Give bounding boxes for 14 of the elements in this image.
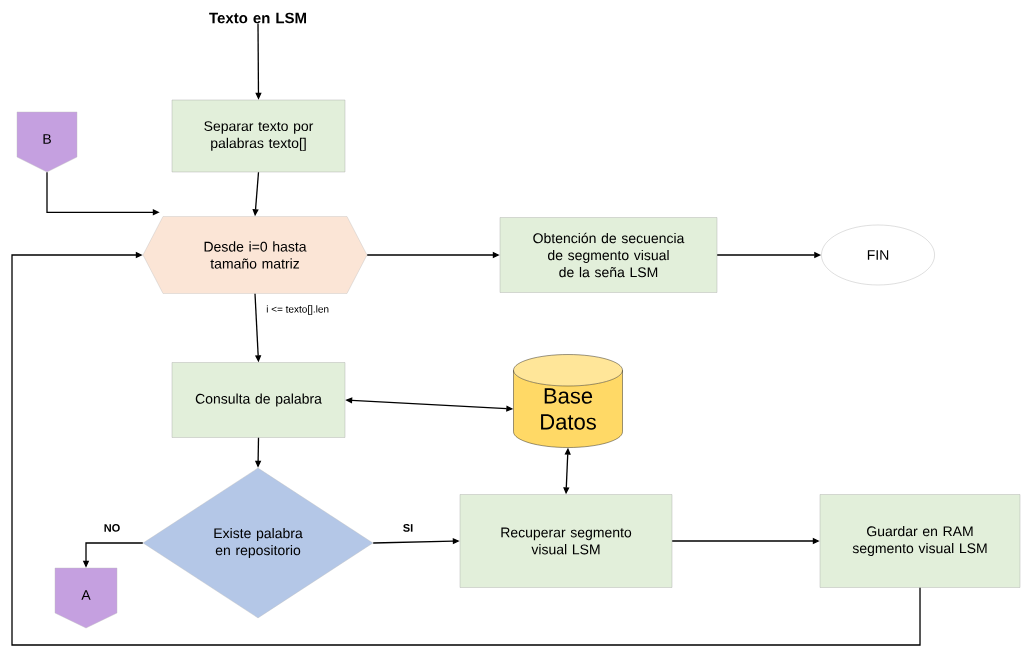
arrow bbox=[11, 251, 921, 646]
process-box: Guardar en RAM segmento visual LSM bbox=[819, 494, 1021, 588]
start-text: Texto en LSM bbox=[209, 12, 306, 24]
process-box: Separar texto por palabras texto[] bbox=[171, 99, 346, 173]
loop-hexagon: Desde i=0 hasta tamaño matriz bbox=[142, 216, 368, 294]
process-box: Recuperar segmento visual LSM bbox=[459, 494, 673, 588]
edge-label: NO bbox=[102, 523, 122, 533]
process-box: Obtención de secuencia de segmento visual de la seña LSM bbox=[499, 217, 718, 293]
offpage-connector: A bbox=[54, 567, 118, 629]
process-box: Consulta de palabra bbox=[171, 362, 346, 438]
database-cylinder: Base Datos bbox=[513, 354, 623, 448]
offpage-connector: B bbox=[16, 111, 78, 173]
edge-label: SI bbox=[401, 523, 415, 533]
edge-label: i <= texto[].len bbox=[265, 304, 330, 316]
